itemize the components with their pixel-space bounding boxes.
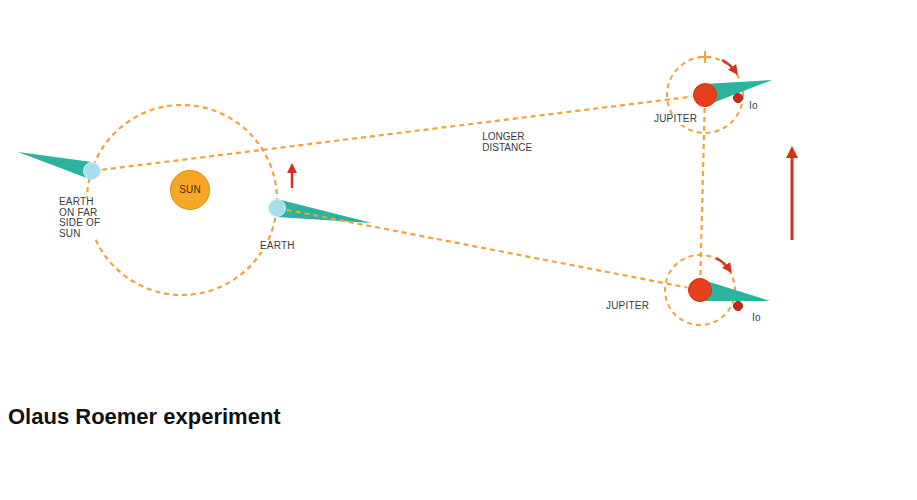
node-label: SUN	[178, 185, 202, 196]
node-label: EARTH	[259, 241, 296, 252]
node-label: JUPITER	[653, 114, 698, 125]
motion-arrow	[791, 152, 794, 240]
sun-circle: SUN	[170, 170, 210, 210]
caption: Olaus Roemer experiment	[8, 404, 281, 430]
node-label: JUPITER	[605, 301, 650, 312]
earth-orbit	[87, 105, 277, 295]
io-moon: Io	[733, 93, 743, 103]
earth-shadow	[18, 152, 92, 180]
orbit-tick	[699, 56, 711, 58]
motion-arrow	[716, 258, 729, 269]
sight-line	[700, 108, 704, 277]
jupiter-circle: JUPITER	[693, 83, 717, 107]
edge-label: LONGER DISTANCE	[481, 131, 539, 153]
motion-arrow	[291, 168, 294, 188]
jupiter-circle: JUPITER	[688, 278, 712, 302]
motion-arrow	[722, 60, 735, 71]
earth-circle: EARTH ON FAR SIDE OF SUN	[83, 162, 101, 180]
node-label: Io	[748, 101, 759, 112]
sight-line	[287, 210, 687, 288]
node-label: Io	[751, 313, 762, 324]
io-moon: Io	[733, 301, 743, 311]
sight-line	[102, 97, 692, 170]
node-label: EARTH ON FAR SIDE OF SUN	[58, 197, 108, 239]
earth-circle: EARTH	[268, 199, 286, 217]
